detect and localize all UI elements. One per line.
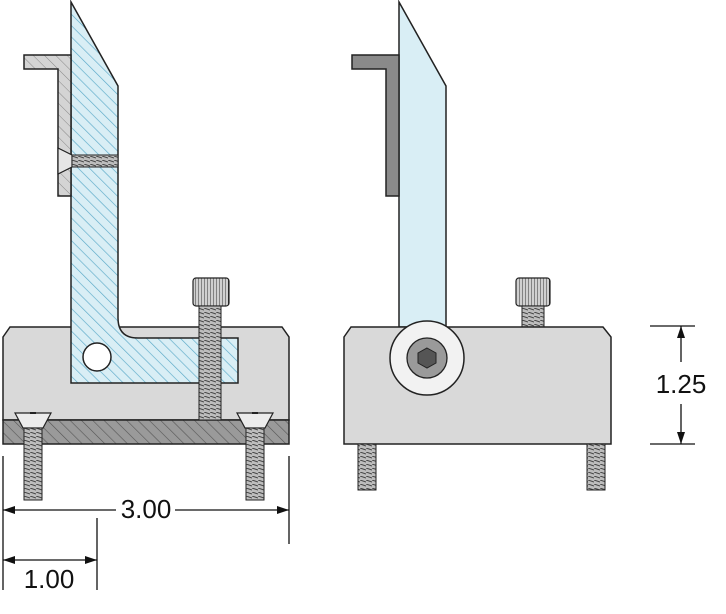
dimension-offset: 1.00 [3, 518, 98, 594]
dimension-overall-width: 3.00 [2, 456, 290, 590]
bracket-section [70, 0, 239, 384]
exterior-view: 1.25 [343, 0, 707, 491]
dimension-height: 1.25 [650, 325, 707, 445]
cap-screw-vertical [192, 277, 230, 421]
pivot-hole [82, 342, 112, 372]
base-block-exterior [343, 326, 612, 445]
countersunk-screw-left [14, 412, 52, 501]
cap-screw-exterior [515, 277, 551, 328]
dimension-label-height: 1.25 [656, 369, 707, 399]
angle-bracket-exterior [351, 54, 400, 197]
dimension-label-offset: 1.00 [24, 564, 75, 594]
base-plate-section [2, 419, 290, 445]
dimension-label-overall: 3.00 [121, 494, 172, 524]
angle-bracket-section [23, 54, 72, 197]
bracket-exterior [398, 0, 447, 328]
countersunk-screw-right [236, 412, 274, 501]
section-view: 3.00 1.00 [2, 0, 290, 594]
countersunk-screw-horizontal [57, 147, 119, 175]
bottom-screw-left-exterior [357, 443, 377, 491]
pivot-washer [389, 320, 465, 396]
bottom-screw-right-exterior [586, 443, 606, 491]
